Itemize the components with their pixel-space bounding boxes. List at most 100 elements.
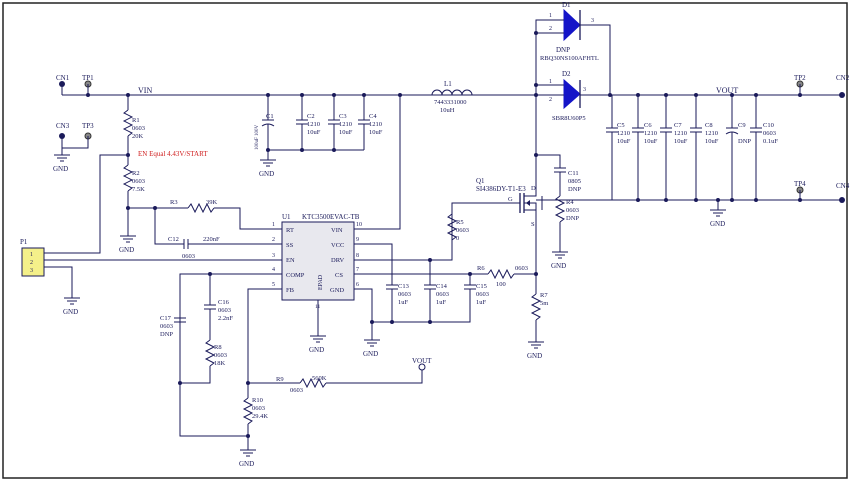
svg-text:SI4386DY-T1-E3: SI4386DY-T1-E3	[476, 185, 526, 193]
svg-text:3: 3	[272, 253, 275, 259]
ground-symbol: GND	[309, 335, 326, 354]
svg-text:RBQ30NS100AFHTL: RBQ30NS100AFHTL	[540, 55, 599, 62]
capacitor-c1: C1 100uF 100V	[255, 113, 274, 150]
svg-text:0603: 0603	[160, 323, 173, 330]
svg-text:R2: R2	[132, 170, 140, 177]
svg-text:100: 100	[496, 281, 506, 288]
svg-text:VOUT: VOUT	[412, 357, 432, 365]
svg-text:R4: R4	[566, 199, 574, 206]
svg-text:10: 10	[356, 222, 362, 228]
en-threshold-note: EN Equal 4.43V/START	[138, 150, 208, 158]
svg-text:DNP: DNP	[160, 331, 173, 338]
ground-symbol: GND	[363, 339, 380, 358]
svg-text:DNP: DNP	[556, 46, 570, 54]
svg-text:C15: C15	[476, 283, 487, 290]
svg-text:CN3: CN3	[56, 122, 70, 130]
svg-text:1: 1	[272, 222, 275, 228]
svg-text:3: 3	[591, 18, 594, 24]
resistor-r6: R6 100 0603	[477, 265, 528, 288]
diode-d1: 1 2 3 D1 DNP RBQ30NS100AFHTL	[540, 1, 599, 62]
svg-text:2.2nF: 2.2nF	[218, 315, 233, 322]
svg-text:8: 8	[356, 253, 359, 259]
inductor-l1: L1 7443331000 10uH	[431, 80, 473, 114]
svg-text:D: D	[531, 185, 536, 192]
resistor-r1: R1 0603 20K	[122, 109, 145, 140]
svg-text:SS: SS	[286, 242, 294, 249]
svg-text:C4: C4	[369, 113, 377, 120]
ground-symbol: GND	[63, 297, 80, 316]
testpoint-tp1: TP1	[82, 74, 94, 95]
svg-text:C2: C2	[307, 113, 315, 120]
svg-text:S: S	[531, 221, 535, 228]
svg-text:0603: 0603	[398, 291, 411, 298]
svg-text:GND: GND	[309, 346, 324, 354]
vout-net-label: VOUT	[716, 86, 738, 95]
svg-text:GND: GND	[330, 287, 344, 294]
svg-text:TP4: TP4	[794, 180, 806, 188]
svg-text:CN4: CN4	[836, 182, 850, 190]
ground-symbol: GND	[551, 251, 568, 270]
svg-text:VIN: VIN	[331, 227, 343, 234]
resistor-r9: R9 560K 0603	[276, 375, 327, 394]
svg-text:1210: 1210	[705, 130, 718, 137]
svg-text:GND: GND	[53, 165, 68, 173]
svg-text:220nF: 220nF	[203, 236, 220, 243]
svg-text:C8: C8	[705, 122, 713, 129]
svg-text:R3: R3	[170, 199, 178, 206]
svg-text:2: 2	[549, 97, 552, 103]
svg-text:5: 5	[272, 282, 275, 288]
svg-text:R7: R7	[540, 292, 548, 299]
resistor-r7: R7 5m	[530, 292, 548, 321]
svg-text:1210: 1210	[369, 121, 382, 128]
svg-text:DNP: DNP	[568, 186, 581, 193]
svg-text:3: 3	[30, 268, 33, 274]
svg-text:SBR8U60P5: SBR8U60P5	[552, 115, 586, 122]
svg-text:D1: D1	[562, 1, 571, 9]
resistor-r10: R10 0603 29.4K	[242, 397, 268, 425]
svg-text:0603: 0603	[456, 227, 469, 234]
svg-text:L1: L1	[444, 80, 452, 88]
svg-text:DRV: DRV	[331, 257, 345, 264]
svg-text:1210: 1210	[644, 130, 657, 137]
svg-text:U1: U1	[282, 213, 291, 221]
svg-text:10uH: 10uH	[440, 107, 455, 114]
svg-text:1: 1	[549, 13, 552, 19]
svg-text:C3: C3	[339, 113, 347, 120]
ground-symbol: GND	[239, 449, 256, 468]
svg-text:C6: C6	[644, 122, 652, 129]
resistor-r5: R5 0603 0	[446, 213, 469, 242]
svg-text:10uF: 10uF	[339, 129, 353, 136]
svg-text:560K: 560K	[312, 375, 327, 382]
svg-text:R1: R1	[132, 117, 140, 124]
svg-text:39K: 39K	[206, 199, 218, 206]
svg-text:2: 2	[272, 237, 275, 243]
svg-text:GND: GND	[259, 170, 274, 178]
svg-text:0603: 0603	[214, 352, 227, 359]
svg-text:9: 9	[356, 237, 359, 243]
svg-text:4: 4	[272, 267, 275, 273]
svg-text:10uF: 10uF	[674, 138, 688, 145]
svg-text:7: 7	[356, 267, 359, 273]
svg-text:C9: C9	[738, 122, 746, 129]
svg-text:R8: R8	[214, 344, 222, 351]
svg-text:6: 6	[356, 282, 359, 288]
svg-text:R9: R9	[276, 376, 284, 383]
svg-text:0603: 0603	[515, 265, 528, 272]
svg-text:C14: C14	[436, 283, 448, 290]
svg-text:CN2: CN2	[836, 74, 850, 82]
svg-text:3: 3	[583, 87, 586, 93]
svg-text:TP2: TP2	[794, 74, 806, 82]
svg-text:1210: 1210	[617, 130, 630, 137]
svg-text:FB: FB	[286, 287, 295, 294]
header-p1: 1 2 3 P1	[20, 238, 45, 277]
svg-text:C17: C17	[160, 315, 172, 322]
svg-text:1uF: 1uF	[398, 299, 409, 306]
vin-net-label: VIN	[138, 86, 152, 95]
svg-text:EN: EN	[286, 257, 295, 264]
output-capacitor-bank	[606, 93, 762, 202]
svg-text:Q1: Q1	[476, 177, 485, 185]
svg-text:1: 1	[30, 252, 33, 258]
svg-text:0603: 0603	[436, 291, 449, 298]
svg-text:G: G	[508, 196, 513, 203]
svg-text:1210: 1210	[674, 130, 687, 137]
